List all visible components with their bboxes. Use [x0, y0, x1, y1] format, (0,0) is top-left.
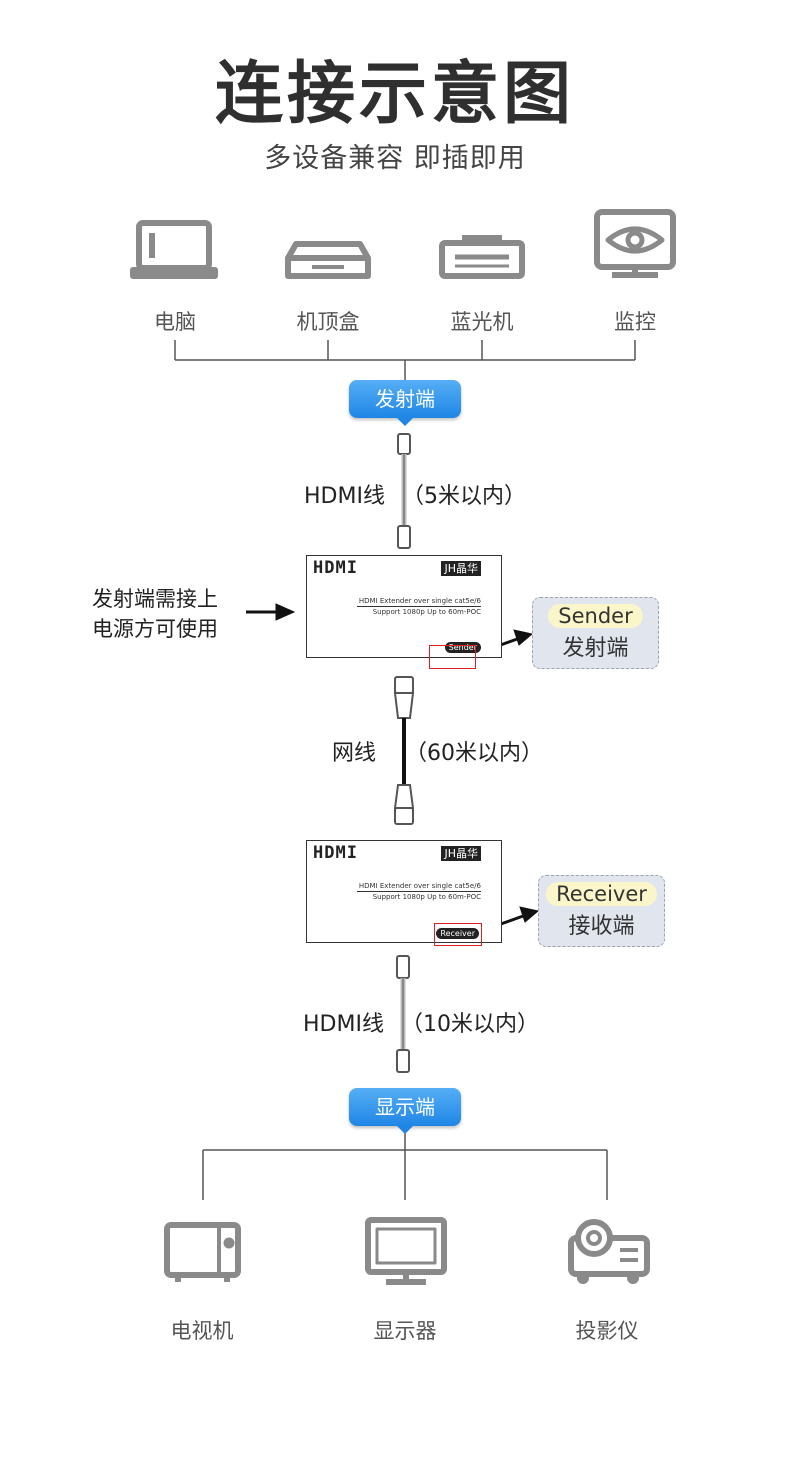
cable3-name: HDMI线	[303, 1012, 384, 1037]
bluray-player-icon	[439, 235, 525, 279]
laptop-icon	[130, 220, 218, 279]
display-pill: 显示端	[349, 1088, 461, 1126]
monitor-icon	[365, 1217, 447, 1285]
power-note-line1: 发射端需接上	[92, 587, 218, 611]
receiver-hdmi-logo: HDMI	[313, 843, 358, 863]
sender-pill: 发射端	[349, 380, 461, 418]
display-label-tv: 电视机	[170, 1319, 234, 1343]
source-label-computer: 电脑	[154, 310, 196, 334]
power-arrow	[246, 603, 296, 621]
receiver-callout-en: Receiver	[546, 882, 657, 906]
hdmi-cable-3	[396, 955, 410, 1073]
cable1-length: （5米以内）	[402, 484, 526, 509]
display-label-projector: 投影仪	[575, 1319, 639, 1343]
source-label-surveillance: 监控	[614, 310, 656, 334]
tv-icon	[164, 1222, 241, 1282]
sender-callout-en: Sender	[548, 604, 643, 628]
power-note: 发射端需接上 电源方可使用	[92, 584, 218, 644]
surveillance-eye-icon	[594, 209, 676, 278]
sender-spec-line2: Support 1080p Up to 60m-POC	[372, 608, 481, 616]
receiver-device: HDMI JH晶华 HDMI Extender over single cat5…	[306, 840, 502, 943]
sender-spec-line1: HDMI Extender over single cat5e/6	[357, 597, 481, 607]
sender-tag: Sender	[444, 642, 481, 653]
source-label-bluray: 蓝光机	[450, 310, 514, 334]
source-label-settopbox: 机顶盒	[296, 310, 360, 334]
sender-tag-highlight	[429, 645, 476, 669]
sender-callout-cn: 发射端	[562, 636, 629, 661]
power-note-line2: 电源方可使用	[92, 617, 218, 641]
sender-hdmi-logo: HDMI	[313, 558, 358, 578]
hdmi-cable-1	[397, 433, 411, 549]
page-title: 连接示意图	[214, 55, 575, 134]
receiver-callout: Receiver 接收端	[538, 875, 665, 947]
set-top-box-icon	[285, 241, 371, 279]
receiver-tag-highlight	[434, 923, 482, 946]
sender-pill-tail	[397, 418, 413, 426]
cable1-name: HDMI线	[304, 484, 385, 509]
cable3-length: （10米以内）	[401, 1012, 539, 1037]
receiver-callout-cn: 接收端	[568, 914, 635, 939]
ethernet-cable	[393, 676, 415, 825]
sender-brand-logo: JH晶华	[441, 561, 481, 576]
display-label-monitor: 显示器	[373, 1319, 437, 1343]
cable2-length: （60米以内）	[405, 741, 543, 766]
receiver-tag: Receiver	[436, 928, 479, 939]
receiver-brand-logo: JH晶华	[441, 846, 481, 861]
sender-callout: Sender 发射端	[532, 597, 659, 669]
cable2-name: 网线	[332, 741, 377, 766]
projector-icon	[568, 1219, 650, 1284]
receiver-spec-line1: HDMI Extender over single cat5e/6	[357, 882, 481, 892]
display-pill-tail	[397, 1126, 413, 1134]
sender-device: HDMI JH晶华 HDMI Extender over single cat5…	[306, 555, 502, 658]
receiver-spec-line2: Support 1080p Up to 60m-POC	[372, 893, 481, 901]
page-subtitle: 多设备兼容 即插即用	[264, 143, 526, 174]
